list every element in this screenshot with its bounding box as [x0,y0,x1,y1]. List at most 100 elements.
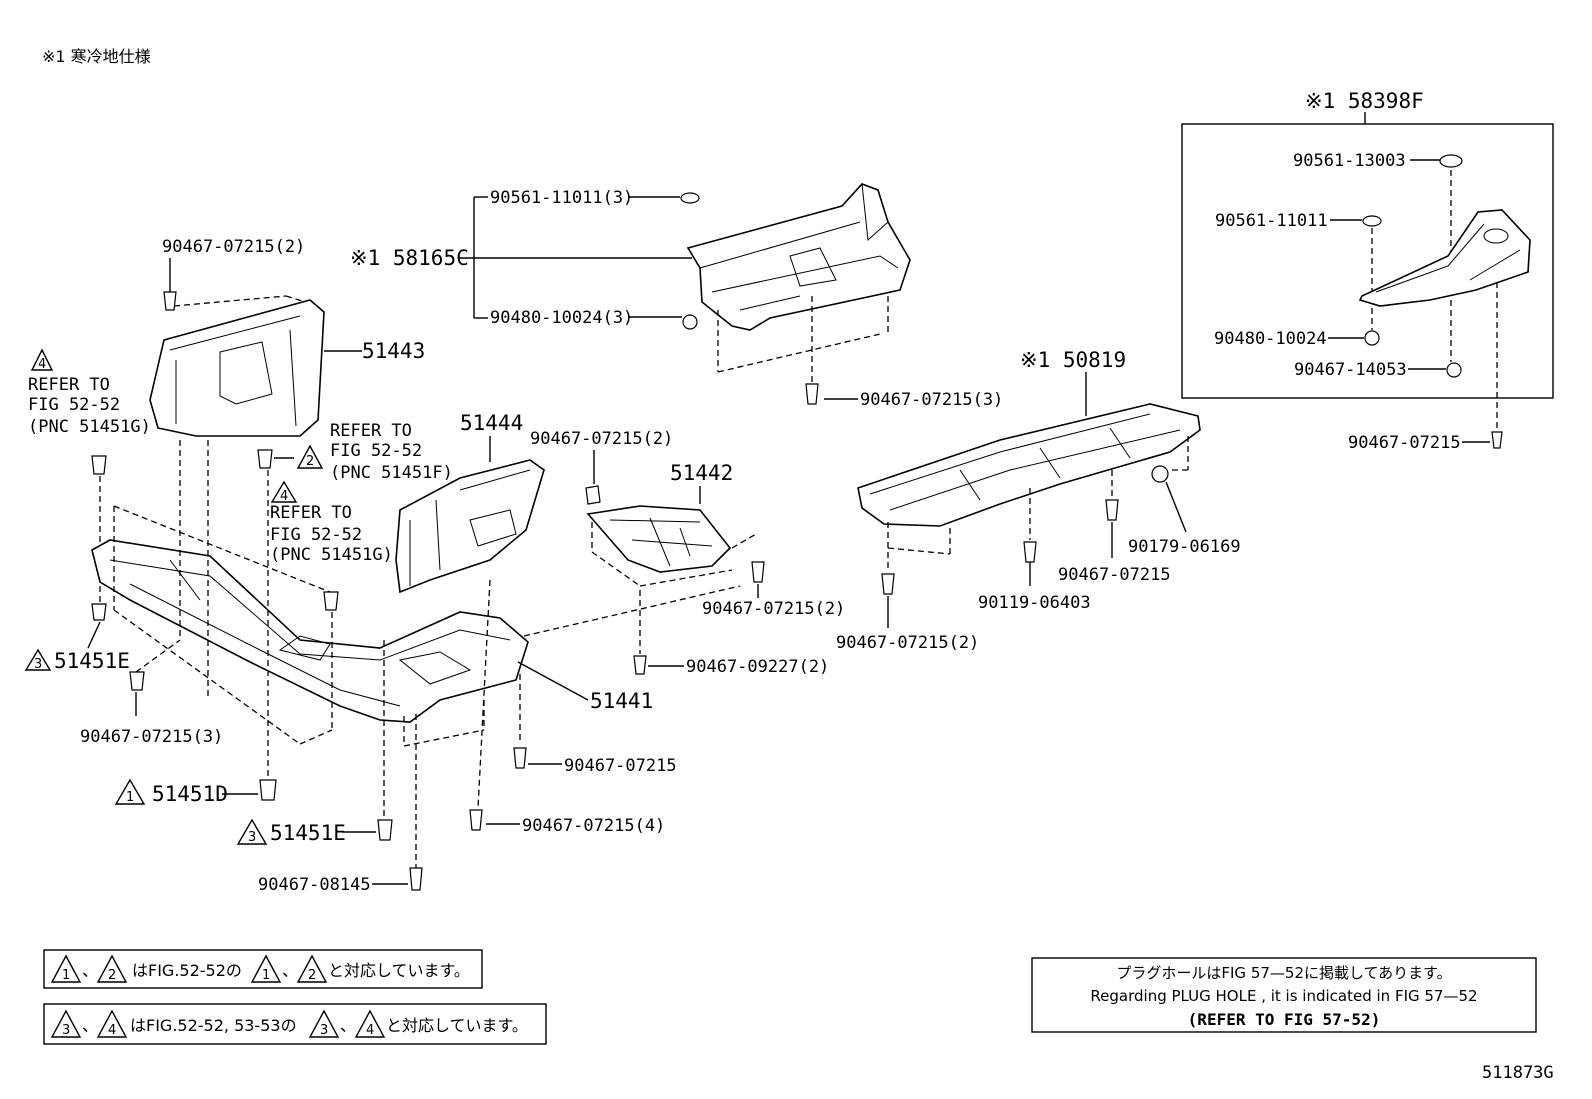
group-58398F-box [1181,123,1554,399]
bolt-icon [377,819,393,841]
nut-icon [1364,330,1380,346]
svg-text:はFIG.52-52の: はFIG.52-52の [132,961,242,980]
svg-text:、: 、 [340,1016,356,1035]
ref-triangle-4 [30,348,54,371]
legend-triangle-4 [354,1009,386,1038]
screw-icon [409,867,423,891]
svg-text:と対応しています。: と対応しています。 [386,1016,528,1035]
group-50819-label: ※1 50819 [1020,348,1126,372]
svg-text:3: 3 [34,657,42,672]
group-58165C-label: ※1 58165C [350,246,469,270]
bracket-58398F [1358,209,1531,307]
ref-triangle-4 [270,480,298,503]
clip-icon [163,291,177,311]
part-51451E-label: 51451E [270,821,346,845]
clip-icon [91,603,107,621]
svg-text:4: 4 [366,1023,374,1038]
nut-icon [1446,362,1462,378]
diagram-code: 511873G [1482,1063,1554,1083]
refer-note-line: (PNC 51451G) [270,545,393,565]
cover-51441 [91,539,529,723]
svg-text:2: 2 [108,968,116,983]
fastener-label: 90480-10024 [1214,329,1327,349]
grommet-icon [1151,465,1169,483]
fastener-label: 90179-06169 [1128,537,1241,557]
clip-icon [585,485,601,505]
clip-icon [323,591,339,611]
cover-50819 [857,403,1201,527]
part-51442-label: 51442 [670,461,733,485]
legend-triangle-1 [250,954,282,983]
svg-text:4: 4 [108,1023,116,1038]
legend-triangle-4 [96,1009,128,1038]
ref-triangle-1 [114,778,146,805]
cold-climate-note: ※1 寒冷地仕様 [42,47,151,66]
plug-hole-note-box [1031,957,1537,1033]
clip-icon [91,455,107,475]
fastener-label: 90561-13003 [1293,151,1406,171]
cover-51443 [149,299,325,437]
part-51451E-label: 51451E [54,649,130,673]
legend-triangle-2 [96,954,128,983]
fastener-label: 90561-11011 [1215,211,1328,231]
clip-icon [513,747,527,769]
bolt-icon [1023,541,1037,563]
svg-text:4: 4 [38,357,46,372]
refer-note-line: REFER TO [28,375,110,395]
fastener-label: 90561-11011(3) [490,188,633,208]
legend-row-2 [43,1003,547,1045]
plug-hole-note-en: Regarding PLUG HOLE , it is indicated in… [1090,987,1477,1005]
fastener-label: 90467-07215(2) [836,633,979,653]
bolt-icon [633,655,647,675]
plug-hole-note-jp: プラグホールはFIG 57—52に掲載してあります。 [1116,964,1451,982]
bolt-icon [259,779,277,801]
part-51443-label: 51443 [362,339,425,363]
nut-icon [682,314,698,330]
fastener-label: 90467-07215(3) [860,390,1003,410]
refer-note-line: (PNC 51451F) [330,463,453,483]
svg-text:1: 1 [262,968,270,983]
svg-text:1: 1 [126,790,134,805]
svg-text:、: 、 [82,961,98,980]
svg-text:はFIG.52-52, 53-53の: はFIG.52-52, 53-53の [130,1016,297,1035]
fastener-label: 90467-07215 [1348,433,1461,453]
fastener-label: 90467-08145 [258,875,371,895]
fastener-label: 90467-07215(4) [522,816,665,836]
svg-text:2: 2 [306,454,314,469]
clip-icon [1491,431,1503,449]
svg-text:、: 、 [82,1016,98,1035]
fastener-label: 90467-07215(2) [530,429,673,449]
svg-text:3: 3 [248,830,256,845]
svg-text:2: 2 [308,968,316,983]
svg-text:1: 1 [62,968,70,983]
ref-triangle-3 [24,648,52,671]
part-51444-label: 51444 [460,411,523,435]
svg-text:、: 、 [282,961,298,980]
svg-text:3: 3 [320,1023,328,1038]
ref-triangle-2 [296,444,324,469]
ref-triangle-3 [236,818,268,845]
plug-hole-note-ref: (REFER TO FIG 57-52) [1188,1010,1381,1029]
fastener-label: 90467-07215 [1058,565,1171,585]
legend-triangle-3 [308,1009,340,1038]
fastener-label: 90467-09227(2) [686,657,829,677]
clip-icon [257,449,273,469]
fastener-label: 90467-07215(2) [162,237,305,257]
refer-note-line: (PNC 51451G) [28,417,151,437]
fastener-label: 90467-07215(2) [702,599,845,619]
refer-note-line: REFER TO [270,503,352,523]
legend-triangle-1 [50,954,82,983]
svg-text:と対応しています。: と対応しています。 [328,961,470,980]
legend-row-1 [43,949,483,989]
svg-text:4: 4 [280,489,288,504]
fastener-label: 90467-07215(3) [80,727,223,747]
legend-triangle-2 [296,954,328,983]
fastener-label: 90480-10024(3) [490,308,633,328]
clip-icon [129,671,145,691]
svg-text:3: 3 [62,1023,70,1038]
clip-icon [805,383,819,405]
part-51441-label: 51441 [590,689,653,713]
clip-icon [469,809,483,831]
fastener-label: 90119-06403 [978,593,1091,613]
